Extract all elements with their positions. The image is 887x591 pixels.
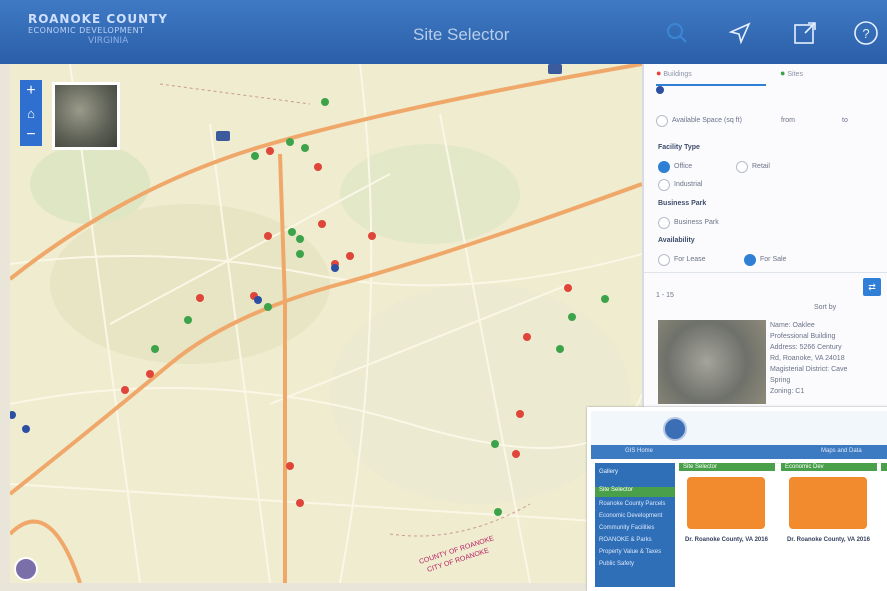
- listing-aerial-image[interactable]: [658, 320, 766, 404]
- for-lease-label: For Lease: [674, 256, 706, 263]
- facility-industrial-label: Industrial: [674, 181, 703, 188]
- business-park-checkbox[interactable]: [658, 217, 670, 229]
- inset-nav-home[interactable]: GIS Home: [625, 448, 654, 454]
- inset-sidebar-item[interactable]: Public Safety: [599, 561, 635, 567]
- inset-sidebar-title: Gallery: [599, 469, 619, 475]
- brand-line-3: VIRGINIA: [88, 36, 129, 46]
- inset-sidebar-item[interactable]: Community Facilities: [599, 525, 655, 531]
- zoom-out-button[interactable]: −: [20, 124, 42, 146]
- business-park-label: Business Park: [674, 219, 719, 226]
- for-sale-radio[interactable]: [744, 254, 756, 266]
- inset-sidebar-item[interactable]: Site Selector: [595, 487, 675, 497]
- tab-buildings[interactable]: ● Buildings: [656, 68, 766, 86]
- available-space-label: Available Space (sq ft): [672, 117, 742, 124]
- inset-sidebar: Gallery Site Selector Roanoke County Par…: [595, 463, 675, 587]
- site-pin-icon: ●: [780, 68, 786, 78]
- listing-building: Professional Building: [770, 333, 836, 340]
- from-label: from: [781, 117, 795, 124]
- listing-address: Address: 5266 Century: [770, 344, 842, 351]
- to-label: to: [842, 117, 848, 124]
- business-park-header: Business Park: [658, 200, 707, 207]
- county-logo[interactable]: ROANOKE COUNTY ECONOMIC DEVELOPMENT VIRG…: [28, 12, 168, 47]
- availability-header: Availability: [658, 237, 695, 244]
- facility-type-header: Facility Type: [658, 144, 700, 151]
- inset-gallery-tile[interactable]: [881, 463, 887, 587]
- available-space-checkbox[interactable]: [656, 115, 668, 127]
- inset-header: [591, 411, 887, 445]
- sort-dropdown[interactable]: Sort by: [814, 304, 837, 311]
- zoom-in-button[interactable]: +: [20, 80, 42, 102]
- inset-sidebar-item[interactable]: Economic Development: [599, 513, 663, 519]
- listing-magisterial-line2: Spring: [770, 377, 791, 384]
- facility-industrial-radio[interactable]: [658, 179, 670, 191]
- divider: [644, 272, 887, 273]
- tile-caption: Dr. Roanoke County, VA 2016: [787, 537, 870, 543]
- home-button[interactable]: ⌂: [20, 102, 42, 124]
- export-results-button[interactable]: ⇄: [863, 278, 881, 296]
- listing-name: Name: Oaklee: [770, 322, 815, 329]
- inset-nav-maps[interactable]: Maps and Data: [821, 448, 862, 454]
- facility-office-radio[interactable]: [658, 161, 670, 173]
- gallery-inset-screenshot: GIS Home Maps and Data Gallery Site Sele…: [587, 407, 887, 591]
- building-search-icon: [687, 477, 765, 529]
- inset-sidebar-item[interactable]: Roanoke County Parcels: [599, 501, 666, 507]
- for-sale-label: For Sale: [760, 256, 787, 263]
- inset-gallery-tile[interactable]: Economic Dev Dr. Roanoke County, VA 2016: [781, 463, 877, 587]
- search-icon[interactable]: [662, 18, 692, 48]
- map-canvas[interactable]: COUNTY OF ROANOKE CITY OF ROANOKE: [10, 64, 642, 583]
- inset-nav-bar: GIS Home Maps and Data: [591, 445, 887, 459]
- tile-caption: Dr. Roanoke County, VA 2016: [685, 537, 768, 543]
- listing-magisterial: Magisterial District: Cave: [770, 366, 848, 373]
- building-pin-icon: ●: [656, 68, 662, 78]
- basemap-toggle-thumbnail[interactable]: [52, 82, 120, 150]
- filter-toggle-icon[interactable]: [656, 86, 664, 94]
- tab-sites[interactable]: ● Sites: [780, 68, 803, 78]
- facility-office-label: Office: [674, 163, 693, 170]
- facility-retail-radio[interactable]: [736, 161, 748, 173]
- for-lease-radio[interactable]: [658, 254, 670, 266]
- esri-logo: [14, 557, 38, 581]
- facility-retail-label: Retail: [752, 163, 770, 170]
- svg-text:?: ?: [862, 26, 869, 41]
- result-count: 1 - 15: [656, 292, 674, 299]
- listing-zoning: Zoning: C1: [770, 388, 805, 395]
- navigate-icon[interactable]: [725, 18, 755, 48]
- map-pins[interactable]: [10, 98, 609, 516]
- inset-sidebar-item[interactable]: Property Value & Taxes: [599, 549, 662, 555]
- app-header: ROANOKE COUNTY ECONOMIC DEVELOPMENT VIRG…: [0, 0, 887, 64]
- listing-address-line2: Rd, Roanoke, VA 24018: [770, 355, 845, 362]
- building-info-icon: [789, 477, 867, 529]
- map-view[interactable]: COUNTY OF ROANOKE CITY OF ROANOKE + ⌂ −: [10, 64, 642, 583]
- help-icon[interactable]: ?: [851, 18, 881, 48]
- inset-gallery-tile[interactable]: Site Selector Dr. Roanoke County, VA 201…: [679, 463, 775, 587]
- county-seal-logo: [663, 417, 687, 441]
- brand-line-1: ROANOKE COUNTY: [28, 12, 168, 26]
- share-icon[interactable]: [790, 18, 820, 48]
- inset-sidebar-item[interactable]: ROANOKE & Parks: [599, 537, 652, 543]
- brand-line-2: ECONOMIC DEVELOPMENT: [28, 26, 145, 35]
- app-title: Site Selector: [413, 25, 510, 44]
